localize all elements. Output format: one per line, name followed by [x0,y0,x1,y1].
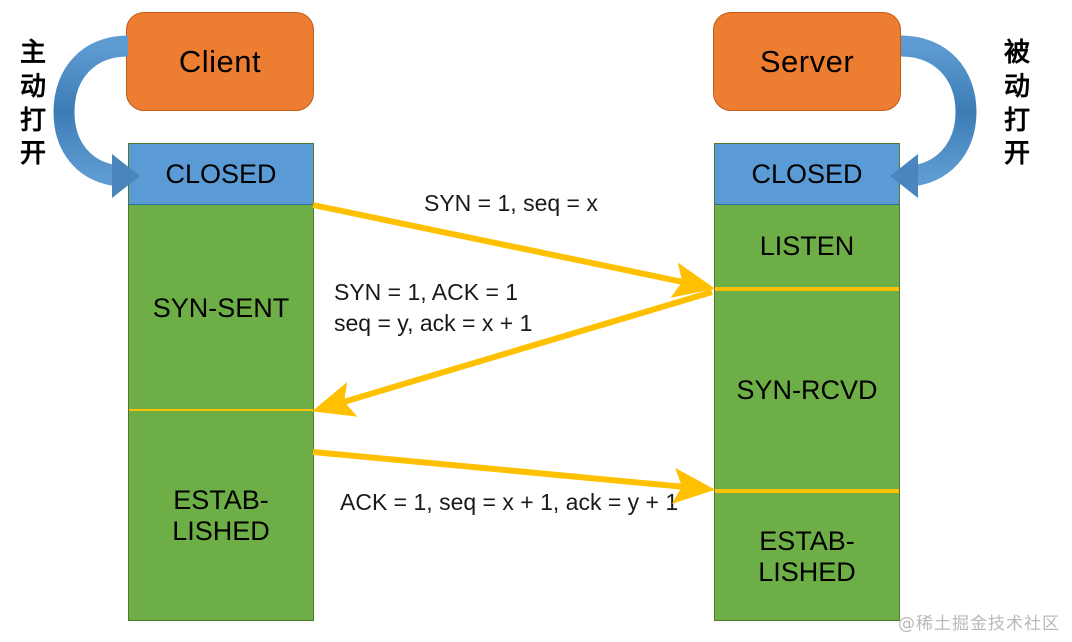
active-open-annotation: 主 动 打 开 [16,36,50,171]
client-state-syn-sent: SYN-SENT [129,205,313,411]
passive-open-char-1: 被 [1003,37,1030,67]
active-open-char-2: 动 [19,70,46,101]
server-state-timeline: CLOSED LISTEN SYN-RCVD ESTAB- LISHED [714,143,900,621]
server-endpoint-label: Server [759,43,855,79]
client-endpoint-label: Client [178,43,262,79]
server-state-divider-2 [715,489,899,493]
message-label-syn: SYN = 1, seq = x [424,190,598,216]
client-state-established: ESTAB- LISHED [129,411,313,620]
passive-open-char-2: 动 [1003,70,1030,101]
passive-open-char-4: 开 [1003,138,1030,169]
server-state-established: ESTAB- LISHED [715,493,899,620]
active-open-char-4: 开 [19,138,46,169]
client-state-closed: CLOSED [129,144,313,205]
server-state-listen: LISTEN [715,205,899,287]
watermark: @稀土掘金技术社区 [898,614,1060,634]
server-state-syn-rcvd: SYN-RCVD [715,291,899,489]
message-label-ack: ACK = 1, seq = x + 1, ack = y + 1 [340,489,679,515]
passive-open-char-3: 打 [1003,104,1030,135]
active-open-char-3: 打 [19,104,46,135]
message-label-syn-ack: SYN = 1, ACK = 1 seq = y, ack = x + 1 [334,279,533,337]
server-state-divider-1 [715,287,899,291]
passive-open-curved-arrow [890,35,977,198]
client-state-timeline: CLOSED SYN-SENT ESTAB- LISHED [128,143,314,621]
arrow-ack [312,449,716,504]
active-open-char-1: 主 [19,37,46,67]
server-state-closed: CLOSED [715,144,899,205]
server-endpoint-box: Server [713,12,901,111]
passive-open-annotation: 被 动 打 开 [1000,36,1034,171]
client-endpoint-box: Client [126,12,314,111]
